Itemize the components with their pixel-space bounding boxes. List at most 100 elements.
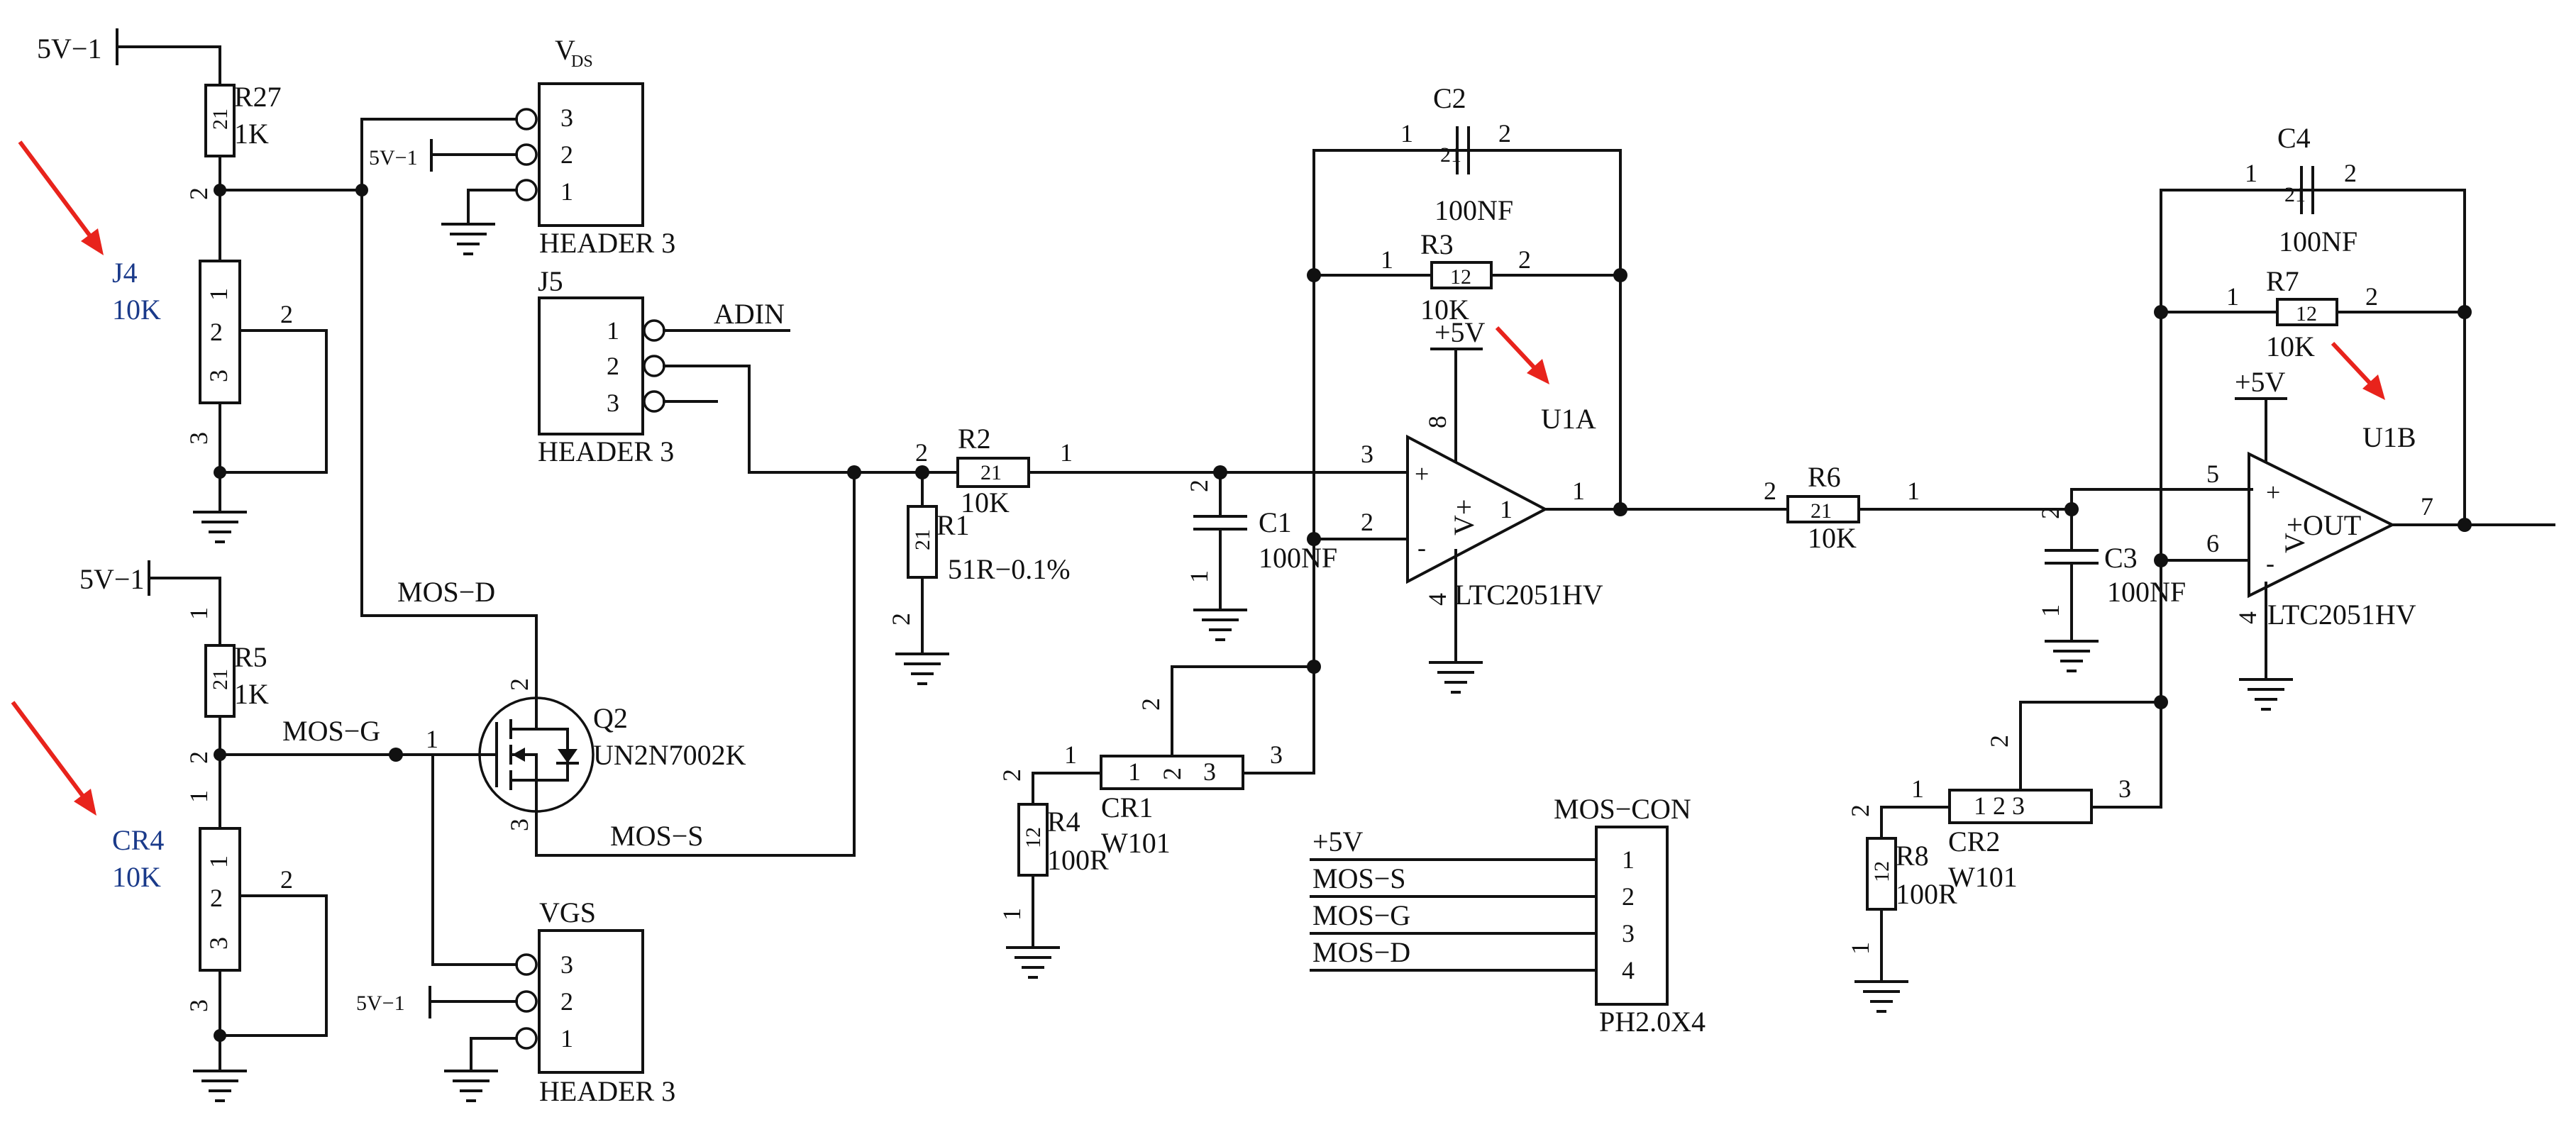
u1b-out-label: OUT [2303,509,2361,541]
cr2-left-num: 1 [1911,775,1924,803]
pin-circle [515,179,538,201]
j5-pin3: 3 [607,389,619,417]
adin-net-label: ADIN [714,298,785,330]
u1a-opamp-body [1406,434,1549,584]
u1b-part: LTC2051HV [2267,599,2416,631]
r2-value: 10K [961,487,1010,518]
vgs-power-label: 5V−1 [356,992,405,1015]
c3-value: 100NF [2107,576,2186,608]
c3-ref: C3 [2104,542,2138,574]
c3-pin-top: 2 [2036,506,2064,519]
ground-symbol [1854,980,1908,1013]
r4-ref: R4 [1047,806,1080,838]
vds-power-label: 5V−1 [369,146,418,170]
c1-pin-top: 2 [1185,479,1213,492]
pin-circle [515,953,538,976]
u1b-pin-vminus: 4 [2233,611,2262,624]
r4-pin-bot: 1 [997,908,1026,921]
r2-pin-left: 2 [915,438,928,467]
c2-ref: C2 [1433,82,1466,114]
cr1-ref: CR1 [1101,792,1153,823]
moscon-body [1595,826,1669,1006]
r1-pin-bot: 2 [887,613,915,626]
pin-circle [515,108,538,131]
moscon-pin3: 3 [1622,919,1635,948]
j5-ref: J5 [538,265,563,297]
r5-net: 5V−1 1 [79,560,221,647]
cr1-part: W101 [1101,827,1171,859]
arrow-line [11,701,90,804]
r8-pin-bot: 1 [1846,942,1874,955]
cr2-ref: CR2 [1948,826,2000,857]
j4-wiper-num: 2 [280,300,293,328]
pin-circle [515,143,538,166]
u1a-part: LTC2051HV [1454,579,1603,611]
junction-dot [1307,532,1321,546]
moscon-net-mos-g: MOS−G [1312,899,1410,931]
j4-pin1: 1 [204,288,233,301]
arrow-head [81,228,104,255]
u1a-pin-out: 1 [1572,477,1585,505]
cr4-bottom-num: 3 [184,999,213,1012]
q2-part: UN2N7002K [593,739,746,771]
j5-body [538,296,644,435]
q2-pin-s: 3 [505,818,534,831]
mos-d-net-label: MOS−D [397,576,495,608]
r3-body [1430,261,1493,289]
cr1-pin1: 1 [1128,757,1141,786]
j5-header: J5 1 2 3 HEADER 3 ADIN [538,265,790,474]
c2-body-text: 21 [1440,143,1461,167]
moscon-net-mos-s: MOS−S [1312,862,1406,894]
arrow-line [2331,341,2376,389]
j4-potentiometer: 1 2 3 2 3 J4 10K [112,257,328,543]
ground-symbol [441,223,495,255]
cr1-pin3: 3 [1203,757,1216,786]
vds-title: V [555,34,575,66]
r4-body-text: 12 [1022,827,1045,848]
arrow-line [18,140,97,244]
cr4-potentiometer: 1 2 3 1 2 3 CR4 10K [112,790,328,1102]
cr1-wiper-num: 2 [1137,698,1165,711]
vds-header: V DS 3 2 1 HEADER 3 5V−1 [360,34,675,617]
cr1-r4-network: 2 1 2 3 3 1 CR1 W101 2 12 R4 100R 1 [997,660,1321,979]
r3-pin-left: 1 [1381,245,1393,274]
cr1-left-num: 1 [1064,740,1077,769]
cr2-body-text: 1 2 3 [1974,792,2025,820]
u1a-plus-sign: + [1415,460,1429,488]
j4-ref: J4 [112,257,138,289]
c4-pin-left: 1 [2245,159,2257,187]
r27-j4-junction-wires [214,184,368,196]
r7-pin-left: 1 [2226,282,2239,311]
j4-pin3: 3 [204,370,233,382]
r1-body-text: 21 [911,529,934,550]
r8-body-text: 12 [1870,861,1894,882]
r7-value: 10K [2266,331,2315,362]
cr2-part: W101 [1948,861,2018,893]
r1-body [907,505,938,579]
c1-value: 100NF [1259,542,1337,574]
r2-body-text: 21 [980,461,1002,484]
pin-circle [643,390,665,413]
r6-body [1786,495,1860,523]
r8-ref: R8 [1896,840,1929,872]
r6-body-text: 21 [1811,499,1832,523]
mos-s-net-label: MOS−S [610,820,704,852]
j4-bottom-num: 3 [184,432,213,445]
cr4-pin3: 3 [204,937,233,950]
u1a-pin-vplus: 8 [1423,416,1452,428]
u1b-ref: U1B [2362,421,2416,453]
r3-ref: R3 [1420,228,1454,260]
moscon-footer: PH2.0X4 [1599,1006,1706,1038]
r4-pin-top: 2 [997,769,1026,782]
moscon-net-mos-d: MOS−D [1312,936,1410,968]
r5-body-text: 21 [209,669,232,690]
annotation-arrow-u1b [2331,341,2385,400]
j5-pin2: 2 [607,352,619,380]
u1a-pin-inn: 2 [1361,508,1373,536]
q2-arrow [512,748,525,762]
ground-symbol [1193,609,1247,641]
r6-pin-left: 2 [1764,477,1776,505]
ground-symbol [444,1070,498,1102]
c1-pin-bot: 1 [1185,570,1213,583]
